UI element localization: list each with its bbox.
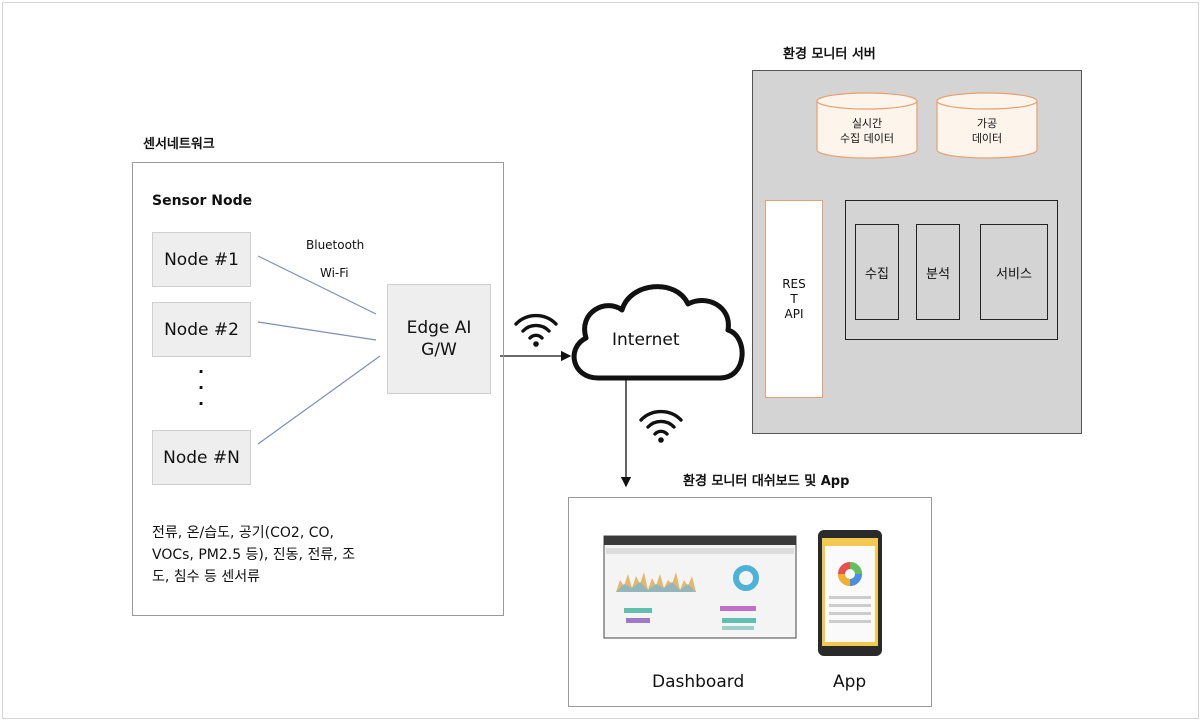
module-collect: 수집: [855, 224, 899, 320]
gateway-label-line1: Edge AI: [406, 318, 472, 338]
module-container: [845, 200, 1058, 340]
db-processed-line: 가공: [976, 117, 998, 130]
app-label: App: [833, 672, 867, 692]
sensor-description-line: 전류, 온/습도, 공기(CO2, CO,: [152, 525, 334, 541]
dashboard-panel: [568, 497, 932, 707]
sensor-description-line: 도, 침수 등 센서류: [152, 569, 260, 585]
db-realtime-label: 실시간 수집 데이터: [817, 116, 917, 146]
module-service: 서비스: [980, 224, 1048, 320]
rest-api-line: T: [790, 291, 798, 306]
wifi-icon: [639, 409, 683, 443]
db-processed-label: 가공 데이터: [937, 116, 1037, 146]
link-label-bluetooth: Bluetooth: [306, 238, 365, 252]
sensor-description: 전류, 온/습도, 공기(CO2, CO, VOCs, PM2.5 등), 진동…: [152, 522, 355, 588]
rest-api-line: RES: [782, 276, 806, 291]
gateway-label-line2: G/W: [421, 340, 457, 360]
wifi-icon: [514, 313, 558, 347]
sensor-node-n: Node #N: [152, 430, 251, 485]
rest-api-line: API: [784, 306, 804, 321]
link-noden-gw: [257, 355, 381, 445]
rest-api-box: RES T API: [765, 200, 823, 398]
server-title: 환경 모니터 서버: [783, 47, 876, 62]
sensor-network-title: 센서네트워크: [143, 137, 215, 152]
internet-label: Internet: [612, 330, 680, 350]
db-realtime-line: 실시간: [851, 117, 883, 130]
sensor-description-line: VOCs, PM2.5 등), 진동, 전류, 조: [152, 547, 355, 563]
dashboard-label: Dashboard: [652, 672, 745, 692]
db-processed-line: 데이터: [971, 132, 1003, 145]
dashboard-title: 환경 모니터 대쉬보드 및 App: [683, 474, 850, 489]
sensor-node-2: Node #2: [152, 302, 251, 357]
node-ellipsis: . . .: [198, 358, 205, 409]
module-analysis: 분석: [916, 224, 960, 320]
link-node2-gw: [257, 321, 377, 341]
sensor-node-heading: Sensor Node: [152, 193, 253, 209]
link-node1-gw: [257, 255, 377, 315]
sensor-network-panel: [132, 162, 504, 616]
sensor-node-1: Node #1: [152, 232, 251, 287]
edge-ai-gateway: Edge AI G/W: [387, 284, 491, 394]
link-label-wifi: Wi-Fi: [320, 266, 349, 280]
cloud-icon: [571, 284, 745, 381]
db-realtime-line: 수집 데이터: [839, 132, 895, 145]
